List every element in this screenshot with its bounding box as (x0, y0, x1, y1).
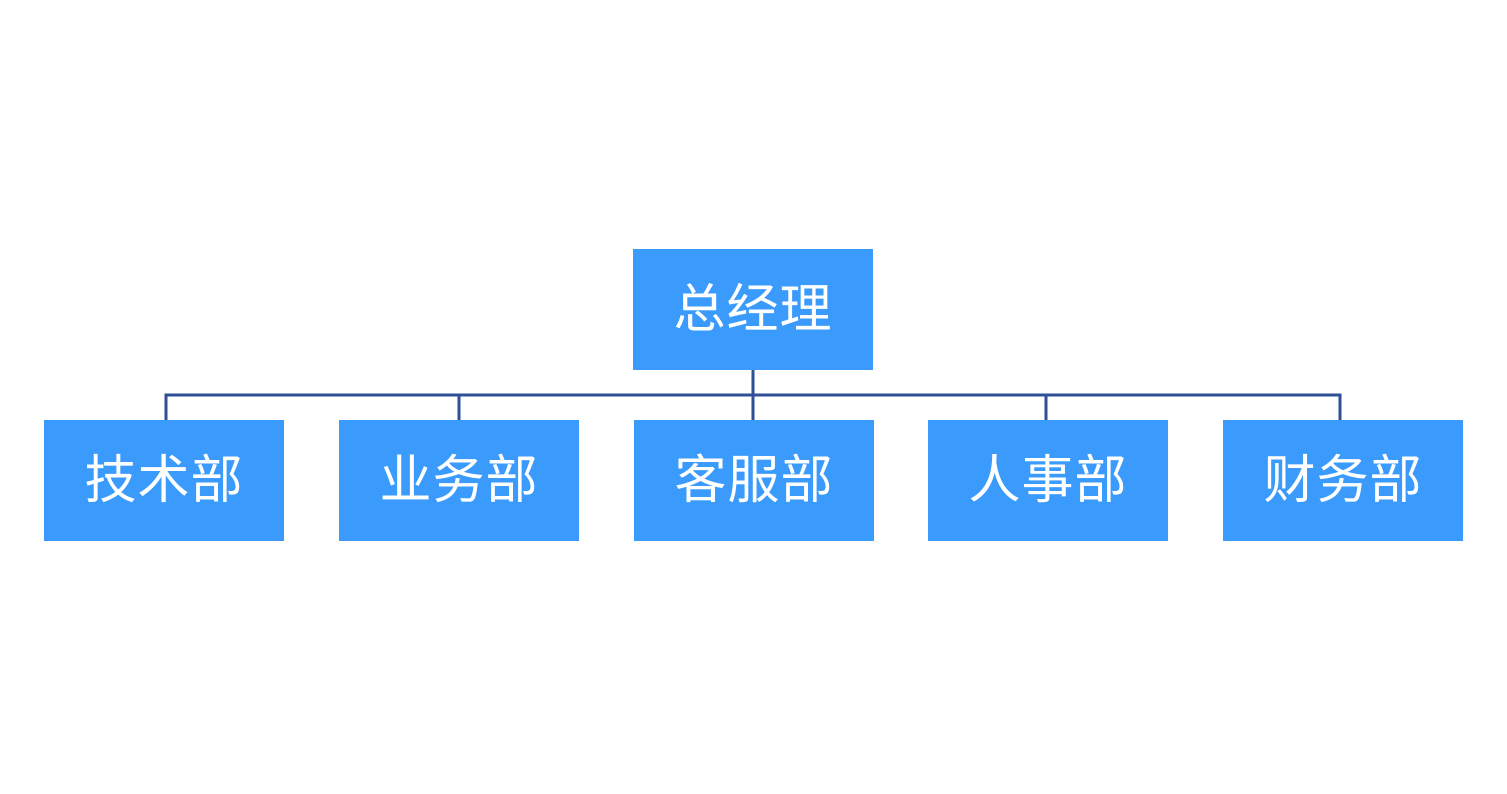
general-manager-node: 总经理 (633, 249, 873, 370)
business-department-node: 业务部 (339, 420, 579, 541)
finance-department-node: 财务部 (1223, 420, 1463, 541)
general-manager-label: 总经理 (673, 279, 833, 340)
finance-department-label: 财务部 (1263, 450, 1423, 511)
customer-service-department-label: 客服部 (674, 450, 834, 511)
customer-service-department-node: 客服部 (634, 420, 874, 541)
hr-department-label: 人事部 (968, 450, 1128, 511)
hr-department-node: 人事部 (928, 420, 1168, 541)
business-department-label: 业务部 (379, 450, 539, 511)
tech-department-label: 技术部 (84, 450, 244, 511)
tech-department-node: 技术部 (44, 420, 284, 541)
